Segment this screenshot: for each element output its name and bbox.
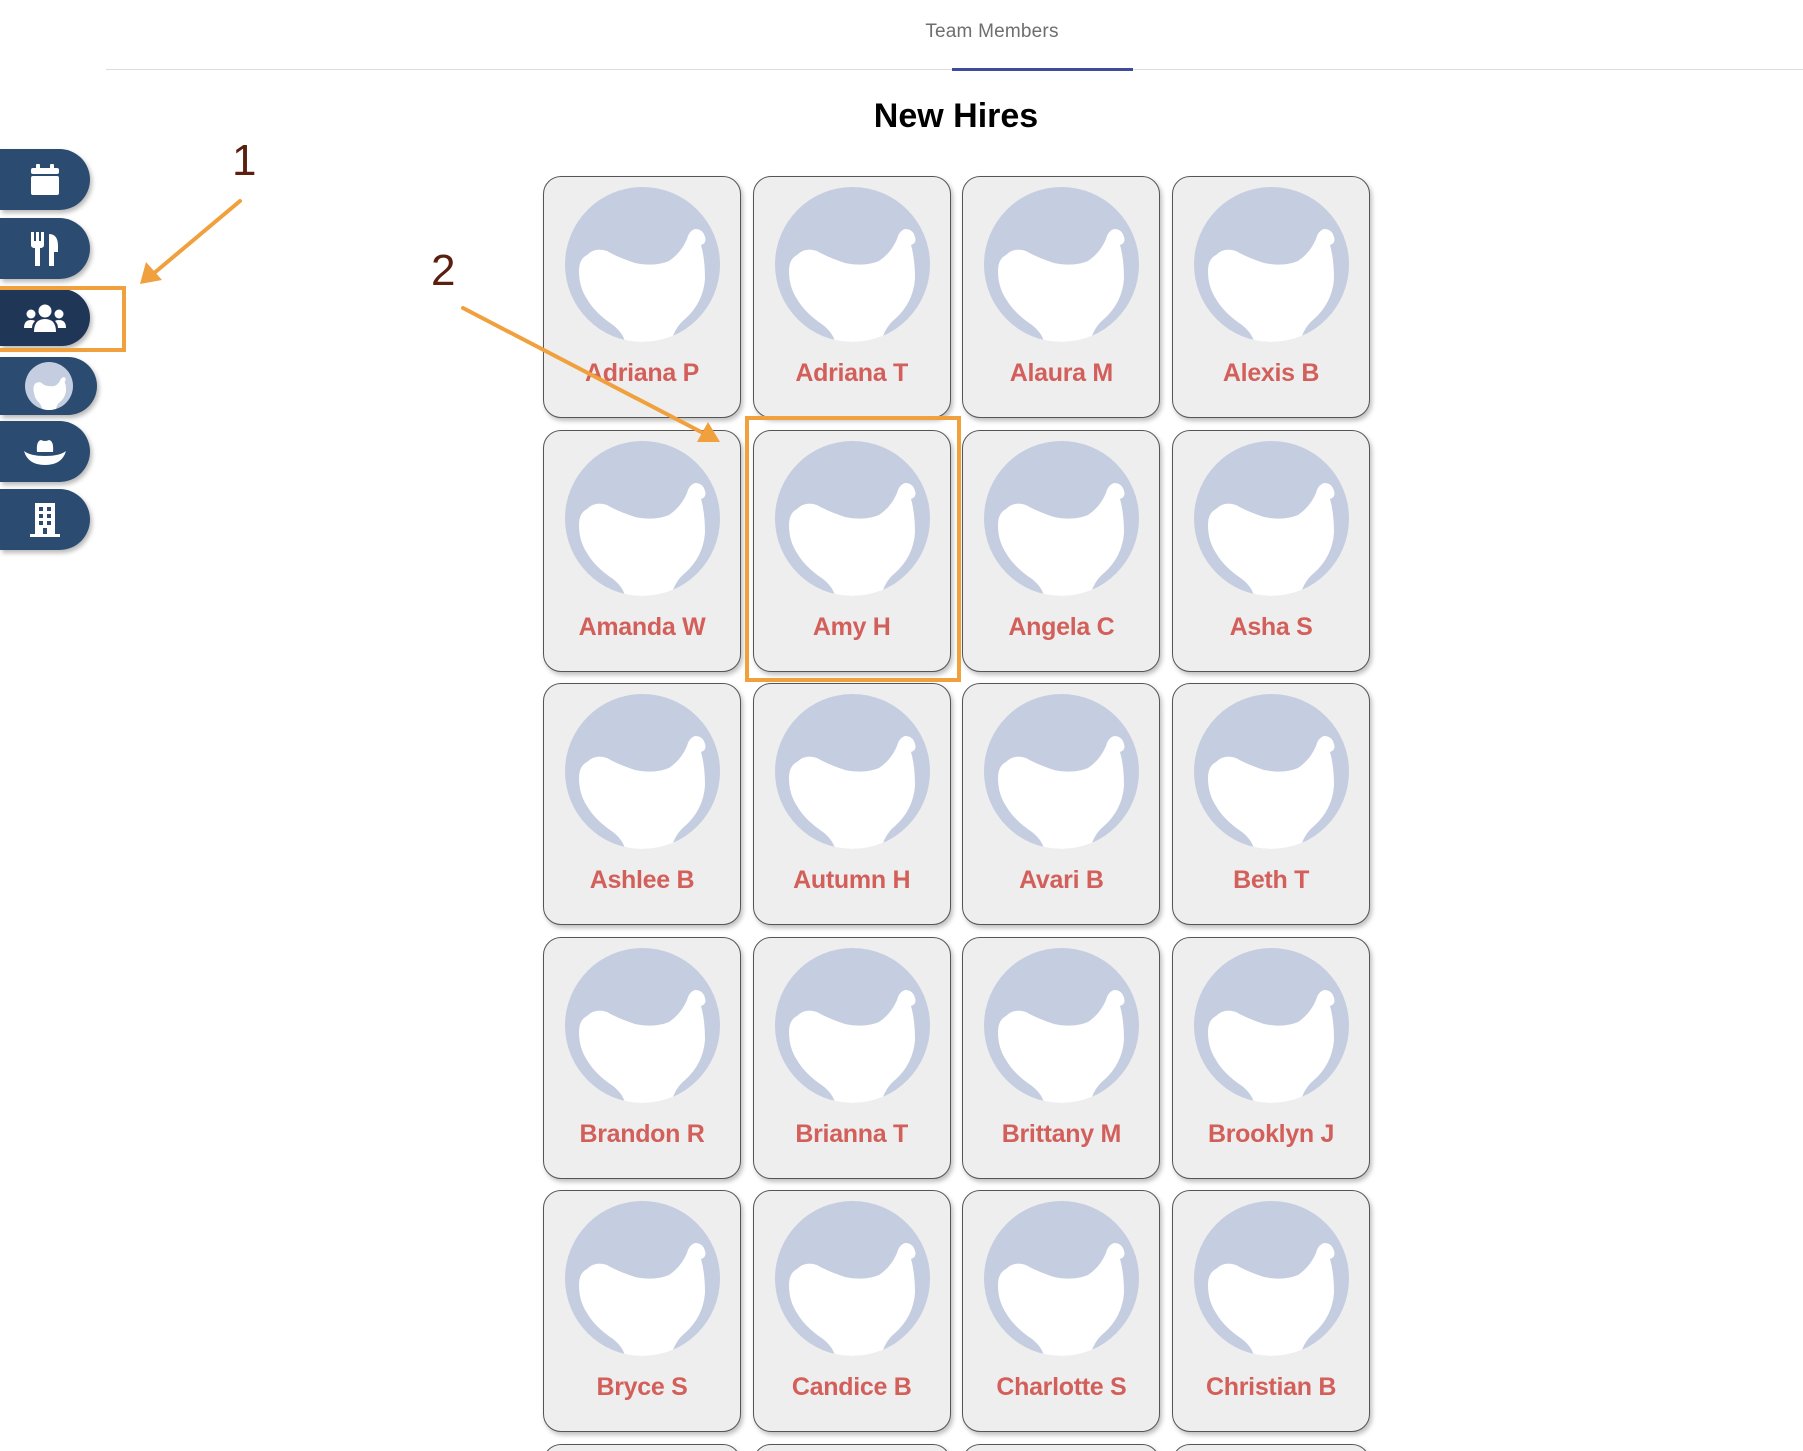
chicken-avatar-icon [565,440,720,596]
chicken-avatar-icon [1194,1201,1350,1357]
team-member-card[interactable]: Alaura M [962,176,1161,418]
team-member-name: Brittany M [1001,1119,1122,1148]
chicken-avatar-icon [774,947,930,1103]
team-member-card[interactable] [1172,1443,1371,1451]
annotation-highlight-amy-card [745,416,961,682]
team-member-card[interactable]: Amy H [752,429,951,672]
chicken-avatar-icon [774,694,930,850]
sidebar-item-schedule[interactable] [0,149,90,210]
chicken-avatar-icon [1194,947,1350,1103]
annotation-highlight-team-button [0,286,126,352]
team-member-card[interactable]: Bryce S [543,1190,741,1433]
chicken-avatar-icon [565,1201,720,1357]
team-member-card[interactable]: Ashlee B [543,683,741,926]
annotation-label-1: 1 [232,136,257,185]
team-member-card[interactable]: Autumn H [752,683,951,926]
team-member-card[interactable]: Brooklyn J [1172,936,1371,1179]
sidebar-item-menu[interactable] [0,218,90,279]
chicken-avatar-icon [984,187,1140,342]
annotation-label-2: 2 [431,246,456,295]
team-member-name: Charlotte S [996,1373,1127,1402]
calendar-icon [30,163,60,196]
chicken-avatar-icon [984,947,1140,1103]
team-member-name: Bryce S [596,1373,688,1402]
chicken-avatar-icon [984,694,1140,850]
team-member-name: Avari B [1019,866,1104,895]
team-member-card[interactable]: Christian B [1172,1190,1371,1433]
team-member-card[interactable]: Angela C [962,429,1161,672]
team-member-card[interactable]: Candice B [752,1190,951,1433]
arrow-icon [140,199,242,284]
team-member-card[interactable]: Beth T [1172,683,1371,926]
team-member-card[interactable]: Asha S [1172,429,1371,672]
team-member-name: Brooklyn J [1207,1119,1335,1148]
team-member-card[interactable] [962,1443,1161,1451]
team-member-name: Christian B [1206,1373,1337,1402]
active-tab-indicator [952,68,1133,71]
team-member-grid: Adriana P Adriana T Alaura M Alexis B Am… [543,176,1373,1451]
team-member-name: Amy H [812,612,891,641]
chicken-avatar-icon [1194,440,1350,596]
team-member-name: Autumn H [793,866,911,895]
tab-team-members[interactable]: Team Members [925,0,1133,71]
chicken-avatar-icon [1194,187,1350,342]
page-title: New Hires [873,97,1039,135]
team-member-card[interactable]: Amanda W [543,429,741,672]
team-member-card[interactable]: Brianna T [752,936,951,1179]
utensils-icon [31,231,59,266]
chicken-avatar-icon [984,1201,1140,1357]
team-member-name: Amanda W [578,612,706,641]
team-member-card[interactable]: Brandon R [543,936,741,1179]
chicken-avatar-icon [774,1201,930,1357]
team-member-name: Beth T [1233,866,1310,895]
team-member-card[interactable]: Charlotte S [962,1190,1161,1433]
team-member-name: Candice B [791,1373,912,1402]
chicken-avatar-icon [565,947,720,1103]
sidebar-item-leaders[interactable] [0,421,90,482]
chicken-avatar-icon [774,187,930,342]
building-icon [30,502,60,537]
users-icon [24,304,66,332]
chicken-avatar-icon [984,440,1140,596]
tab-bar: Team Members [106,0,1803,71]
chicken-avatar-icon [774,440,930,596]
team-member-name: Alexis B [1222,359,1320,387]
team-member-card[interactable]: Brittany M [962,936,1161,1179]
team-member-name: Adriana T [795,359,908,387]
chicken-avatar-icon [565,187,720,342]
sidebar-item-restaurant[interactable] [0,489,90,550]
team-member-name: Asha S [1229,612,1313,641]
sidebar-item-profile[interactable] [0,357,97,415]
tab-label: Team Members [925,21,1059,42]
team-member-name: Angela C [1008,612,1115,641]
team-member-name: Ashlee B [589,866,695,895]
team-member-card[interactable]: Adriana P [543,176,741,418]
team-member-card[interactable]: Adriana T [752,176,951,418]
team-member-name: Brandon R [579,1119,705,1148]
sidebar-item-team[interactable] [0,289,90,346]
team-member-name: Adriana P [585,359,699,387]
chicken-avatar-icon [565,694,720,850]
team-member-name: Brianna T [795,1119,908,1148]
chicken-avatar-icon [1194,694,1350,850]
team-member-card[interactable] [543,1443,741,1451]
team-member-card[interactable]: Avari B [962,683,1161,926]
cowboy-hat-icon [24,439,66,465]
team-member-card[interactable]: Alexis B [1172,176,1371,418]
team-member-name: Alaura M [1009,359,1113,387]
team-member-card[interactable] [752,1443,951,1451]
chicken-avatar-icon [25,362,73,410]
